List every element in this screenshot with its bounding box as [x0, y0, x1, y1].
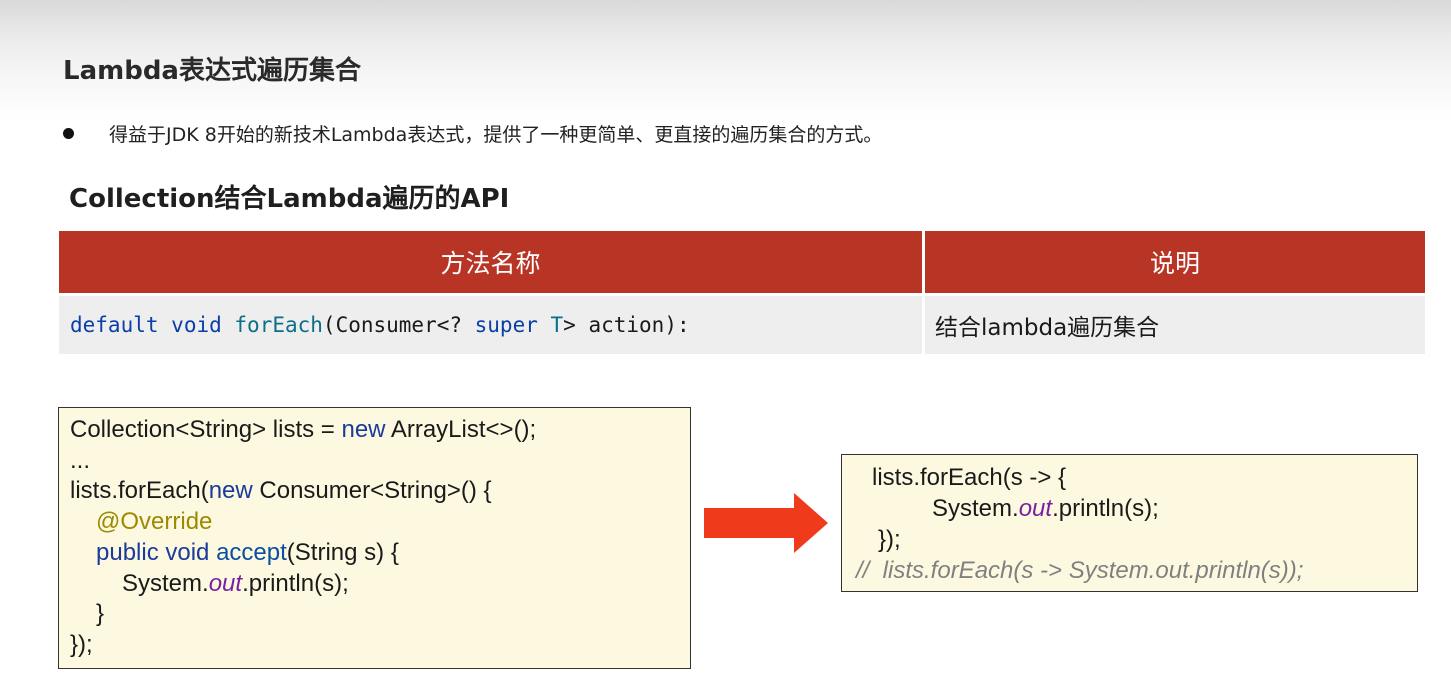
section-title: Collection结合Lambda遍历的API: [69, 184, 510, 214]
type-param: T: [550, 313, 564, 337]
bullet-dot-icon: [63, 128, 74, 139]
space: [222, 313, 235, 337]
code-keyword: new: [341, 416, 386, 443]
code-keyword: public void: [96, 538, 210, 566]
method-description-cell: 结合lambda遍历集合: [923, 293, 1425, 354]
space: [538, 313, 551, 337]
code-static-field: out: [208, 569, 243, 597]
api-table: 方法名称 说明 default void forEach(Consumer<? …: [59, 231, 1425, 354]
code-text: System.: [122, 569, 209, 597]
code-static-field: out: [1018, 495, 1053, 522]
method-signature-cell: default void forEach(Consumer<? super T>…: [59, 293, 925, 354]
code-text: System.: [932, 495, 1019, 522]
params-open: (Consumer<?: [322, 313, 475, 337]
table-row: default void forEach(Consumer<? super T>…: [59, 293, 1425, 354]
code-line: System.out.println(s);: [856, 493, 1417, 524]
code-text: ArrayList<>();: [385, 416, 537, 443]
code-text: .println(s);: [1052, 495, 1159, 522]
right-arrow-icon: [704, 493, 828, 553]
method-name: forEach: [234, 313, 323, 337]
code-line: ...: [70, 446, 91, 474]
code-line: });: [70, 630, 93, 658]
code-text: (String s) {: [286, 538, 399, 566]
arrow-shape: [704, 493, 828, 553]
space: [159, 313, 172, 337]
anonymous-class-code-box: Collection<String> lists = new ArrayList…: [58, 407, 691, 669]
bullet-text: 得益于JDK 8开始的新技术Lambda表达式，提供了一种更简单、更直接的遍历集…: [109, 124, 883, 146]
code-line: }: [96, 600, 105, 628]
code-line: @Override: [70, 507, 690, 538]
code-text: Consumer<String>() {: [252, 477, 492, 505]
code-line: lists.forEach(new Consumer<String>() {: [70, 476, 690, 507]
code-text: Collection<String> lists =: [70, 416, 342, 443]
code-method-name: accept: [216, 538, 287, 566]
api-table-header-row: 方法名称 说明: [59, 231, 1425, 295]
keyword-void: void: [171, 313, 222, 337]
header-description: 说明: [923, 231, 1425, 295]
header-method-name: 方法名称: [59, 231, 925, 295]
code-comment-line: // lists.forEach(s -> System.out.println…: [856, 557, 1304, 584]
code-annotation: @Override: [96, 508, 213, 536]
code-text: .println(s);: [242, 569, 349, 597]
lambda-code-box: lists.forEach(s -> { System.out.println(…: [841, 454, 1418, 592]
code-line: });: [878, 526, 901, 553]
params-close: > action):: [563, 313, 690, 337]
code-text: lists.forEach(: [70, 477, 209, 505]
bullet-point: 得益于JDK 8开始的新技术Lambda表达式，提供了一种更简单、更直接的遍历集…: [63, 120, 882, 147]
keyword-default: default: [70, 313, 159, 337]
code-line: Collection<String> lists = new ArrayList…: [70, 415, 690, 446]
code-line: public void accept(String s) {: [70, 538, 690, 569]
code-line: System.out.println(s);: [70, 569, 690, 600]
slide-title: Lambda表达式遍历集合: [63, 56, 361, 86]
keyword-super: super: [474, 313, 538, 337]
code-keyword: new: [208, 477, 253, 505]
code-line: lists.forEach(s -> {: [872, 464, 1067, 491]
